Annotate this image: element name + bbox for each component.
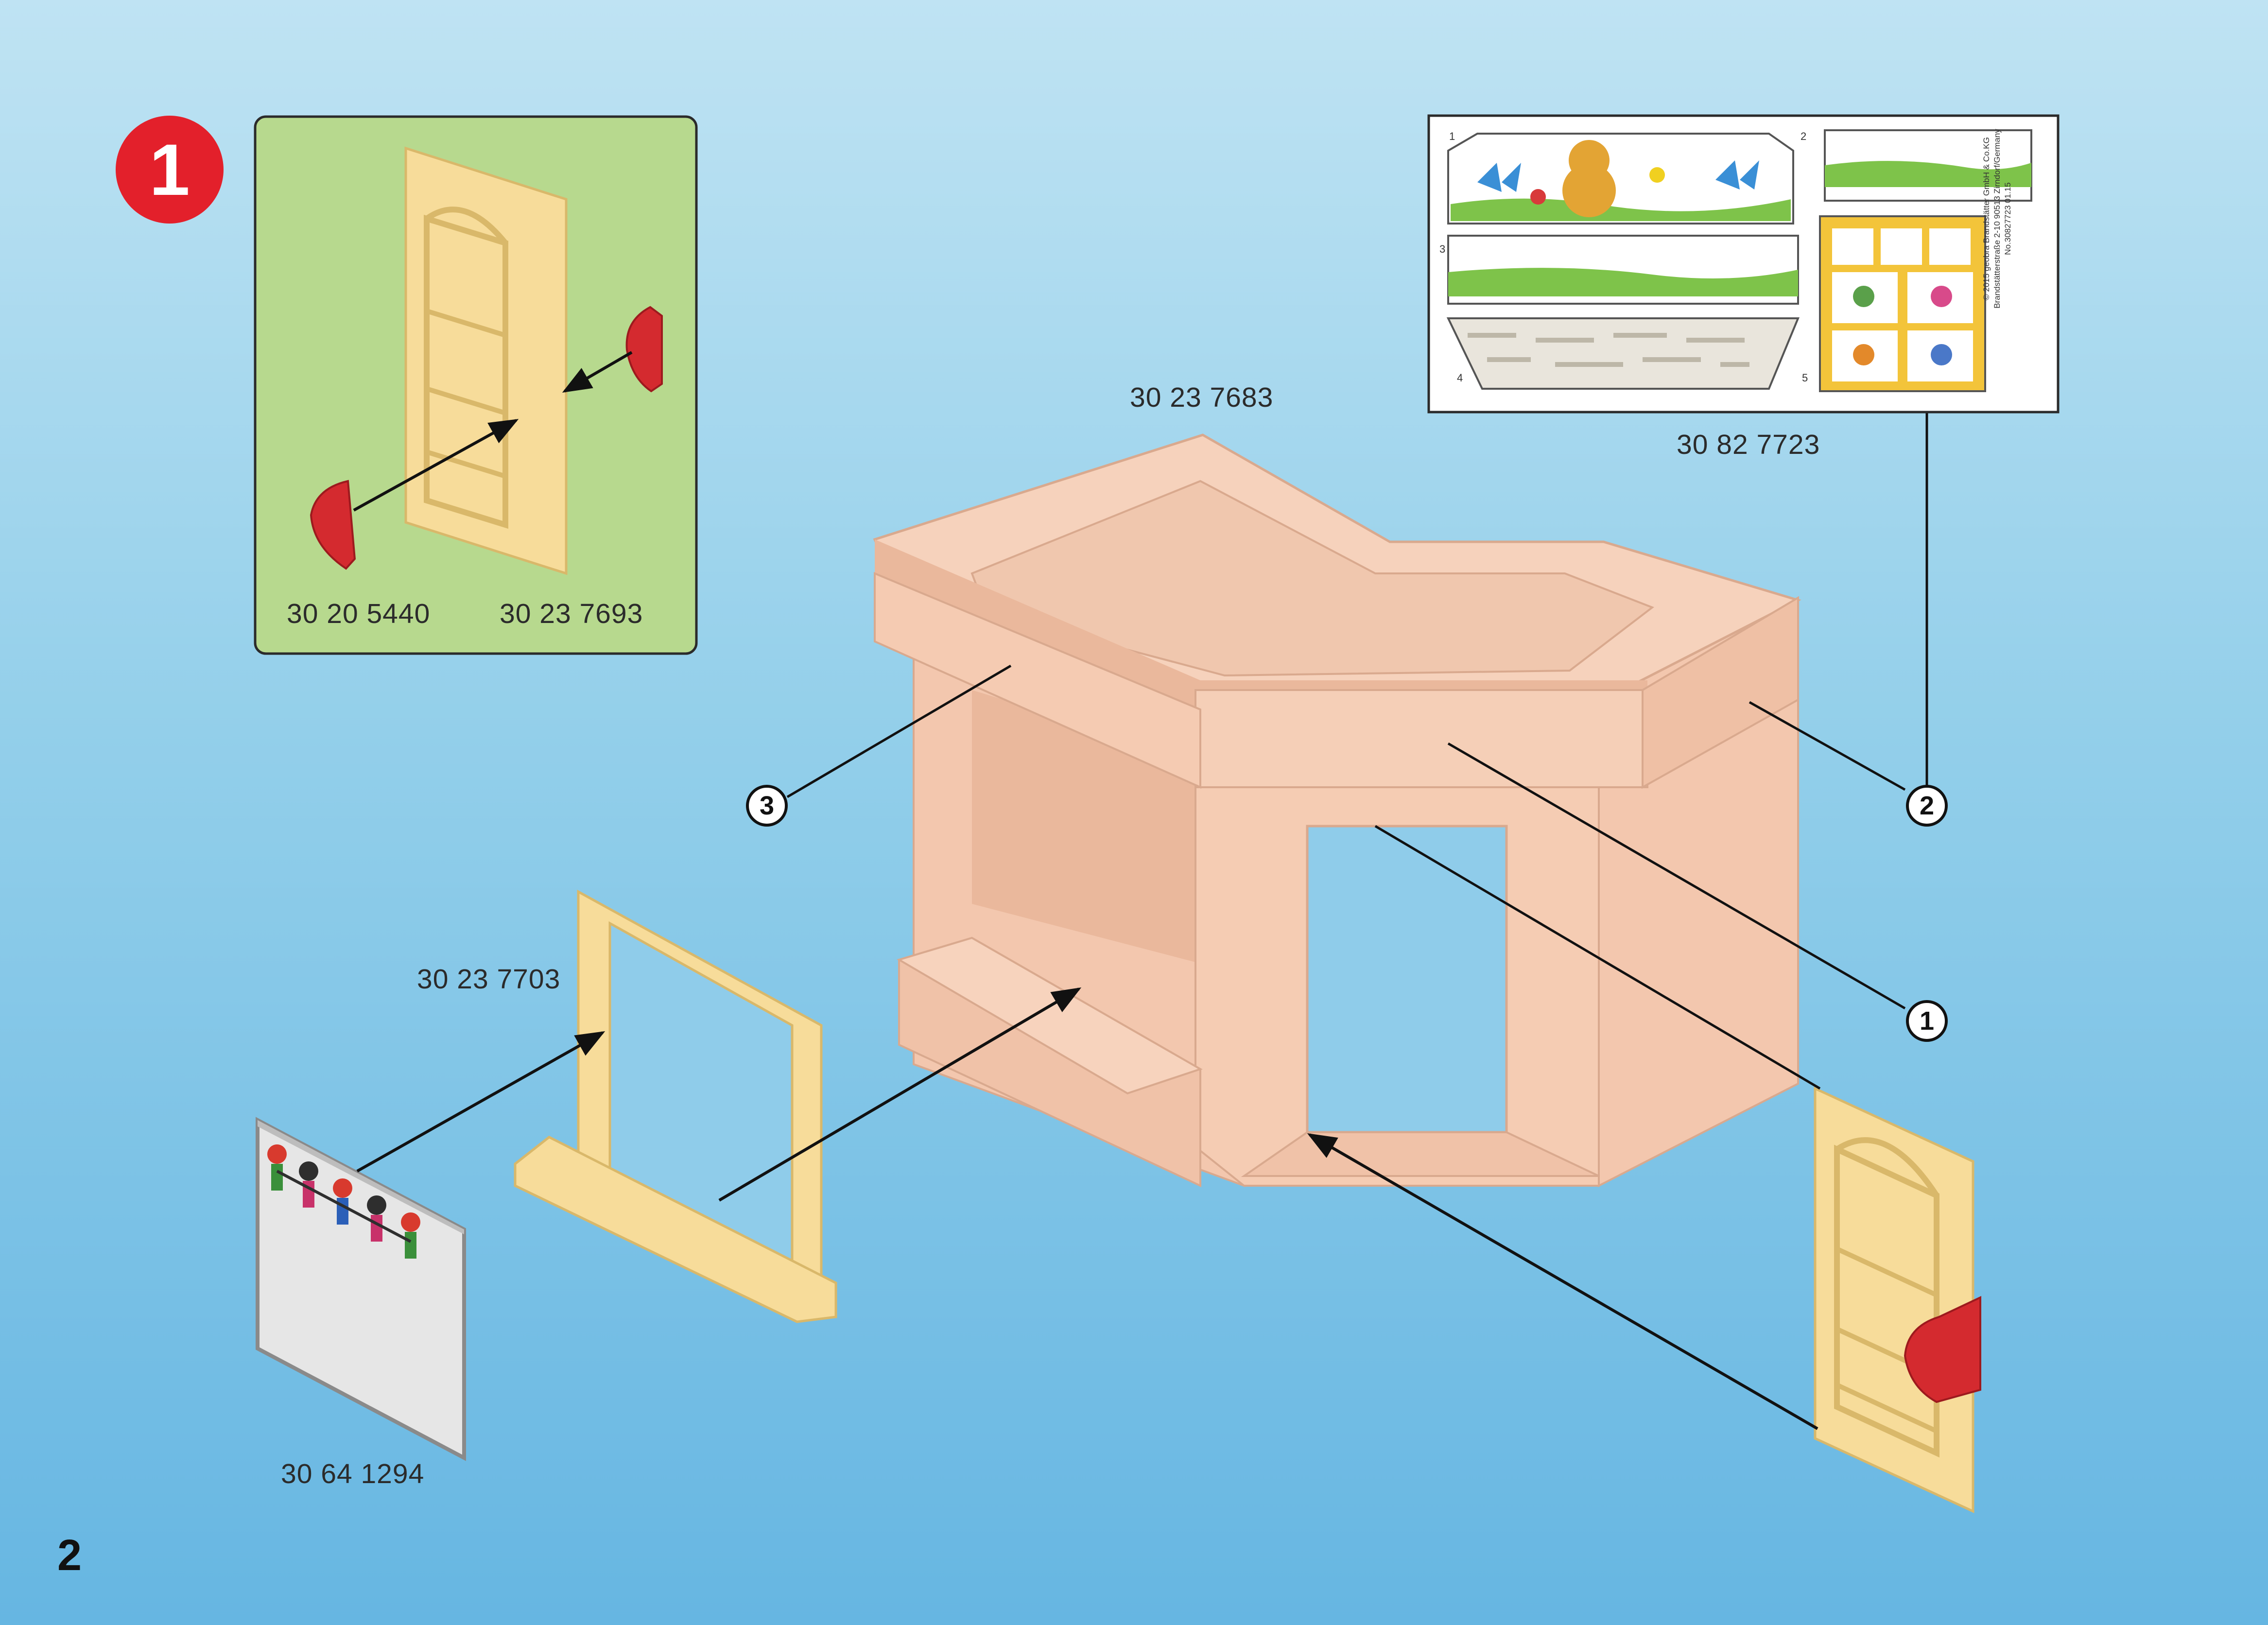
callout-1: 1 [1906,1000,1948,1042]
part-number-sticker-sheet: 30 82 7723 [1677,429,1820,461]
part-number-handle: 30 20 5440 [287,598,430,630]
part-number-window-panel: 30 64 1294 [281,1458,424,1490]
page-number: 2 [57,1531,82,1581]
sticker-4 [1448,318,1798,389]
sticker-field-2-number: 2 [1801,130,1806,143]
sticker-legal-text: © 2015 geobra Brandstätter GmbH & Co.KG … [1981,112,2013,326]
sticker-sheet [1429,116,2058,412]
part-number-window-frame: 30 23 7703 [417,963,560,995]
sticker-5 [1820,216,1985,391]
inset-door [406,148,566,573]
window-frame [515,892,836,1322]
sticker-field-3-number: 3 [1439,243,1445,256]
step-number-badge: 1 [116,116,224,224]
sticker-field-4-number: 4 [1457,372,1463,384]
window-panel [258,1120,464,1458]
loose-door [1815,1089,1980,1511]
wall-module [875,435,1798,1186]
part-number-wall-module: 30 23 7683 [1130,381,1273,414]
callout-3: 3 [746,785,788,827]
part-number-door: 30 23 7693 [500,598,643,630]
sticker-field-1-number: 1 [1449,130,1455,143]
sticker-field-5-number: 5 [1802,372,1808,384]
callout-2: 2 [1906,785,1948,827]
sticker-3 [1448,236,1798,304]
door-inset-panel [255,117,696,654]
sticker-1 [1448,134,1793,224]
